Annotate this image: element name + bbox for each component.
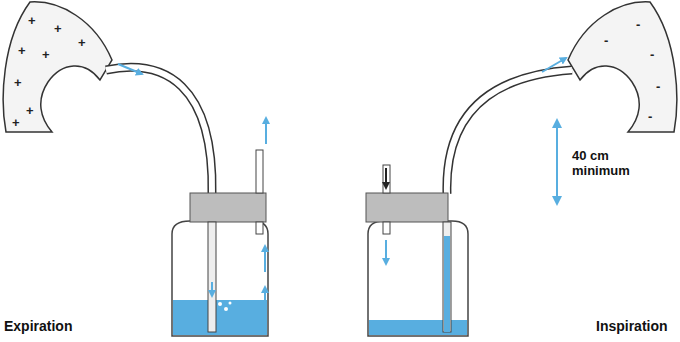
caption-label: Inspiration: [596, 318, 668, 334]
water-seal-bottle: [172, 221, 268, 336]
pressure-sign: +: [18, 44, 26, 57]
lung-right: [568, 2, 677, 132]
pressure-sign: -: [656, 80, 660, 93]
pressure-sign: -: [636, 18, 640, 31]
pressure-sign: +: [12, 116, 20, 129]
pressure-sign: -: [604, 34, 608, 47]
pressure-sign: -: [648, 110, 652, 123]
water-seal-bottle: [368, 221, 468, 336]
pressure-sign: +: [26, 104, 34, 117]
lung-left: [3, 2, 112, 132]
pressure-sign: +: [78, 36, 86, 49]
pressure-sign: +: [14, 76, 22, 89]
pressure-sign: +: [42, 48, 50, 61]
pressure-sign: +: [54, 22, 62, 35]
pressure-sign: -: [650, 48, 654, 61]
caption-label: Expiration: [4, 318, 72, 334]
dimension-label: 40 cm minimum: [572, 148, 644, 178]
pressure-sign: +: [28, 14, 36, 27]
